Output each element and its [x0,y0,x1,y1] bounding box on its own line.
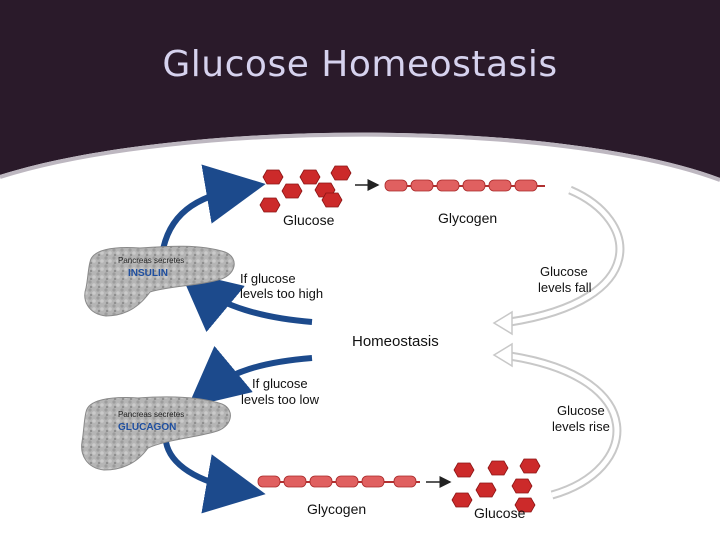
glucose-molecule [519,458,541,474]
low-text-line2: levels too low [241,392,320,407]
low-glucose-arrow [187,345,313,408]
bottom-glucose-cluster [451,458,541,513]
rise-text-line1: Glucose [557,403,605,418]
low-text-line1: If glucose [252,376,308,391]
glucose-molecule [453,462,475,478]
top-glycogen-label: Glycogen [438,210,497,226]
pancreas-top-illustration [84,245,235,317]
glucose-molecule [330,165,352,181]
glucose-molecule [299,169,321,185]
glucose-molecule [259,197,281,213]
top-glucose-label: Glucose [283,212,335,228]
glucose-rise-arrow [492,342,622,500]
glucose-fall-arrow [492,185,625,336]
header-divider [0,132,720,182]
glucagon-release-arrow [163,441,266,514]
glucose-molecule [262,169,284,185]
glycogen-bead [384,179,408,192]
top-glucose-cluster [259,165,352,213]
header-band [0,0,720,178]
glycogen-bead [462,179,486,192]
pancreas-bottom-illustration [81,396,231,471]
high-glucose-arrow [179,270,313,333]
glucose-molecule [514,497,536,513]
bottom-glucose-label: Glucose [474,505,526,521]
top-glycogen-chain [384,179,545,192]
glycogen-bead [410,179,434,192]
glycogen-bead [257,475,281,488]
insulin-label: INSULIN [128,268,168,279]
rise-text-line2: levels rise [552,419,610,434]
slide-title: Glucose Homeostasis [162,44,558,85]
bottom-glycogen-label: Glycogen [307,501,366,517]
homeostasis-label: Homeostasis [352,333,439,350]
bottom-glycogen-chain [257,475,420,488]
pancreas-top-caption: Pancreas secretes [118,256,184,265]
fall-text-line2: levels fall [538,280,592,295]
glucose-molecule [321,192,343,208]
glycogen-bead [361,475,385,488]
glycogen-bead [335,475,359,488]
glucose-molecule [281,183,303,199]
high-text-line1: If glucose [240,271,296,286]
glucose-molecule [487,460,509,476]
pancreas-bottom-caption: Pancreas secretes [118,410,184,419]
insulin-release-arrow [159,164,266,256]
glucose-molecule [475,482,497,498]
glucose-molecule [451,492,473,508]
glycogen-bead [309,475,333,488]
glycogen-bead [436,179,460,192]
glucose-molecule [511,478,533,494]
high-text-line2: levels too high [240,286,323,301]
glycogen-bead [283,475,307,488]
glucagon-label: GLUCAGON [118,422,176,433]
glycogen-bead [393,475,417,488]
glycogen-bead [514,179,538,192]
fall-text-line1: Glucose [540,264,588,279]
glycogen-bead [488,179,512,192]
